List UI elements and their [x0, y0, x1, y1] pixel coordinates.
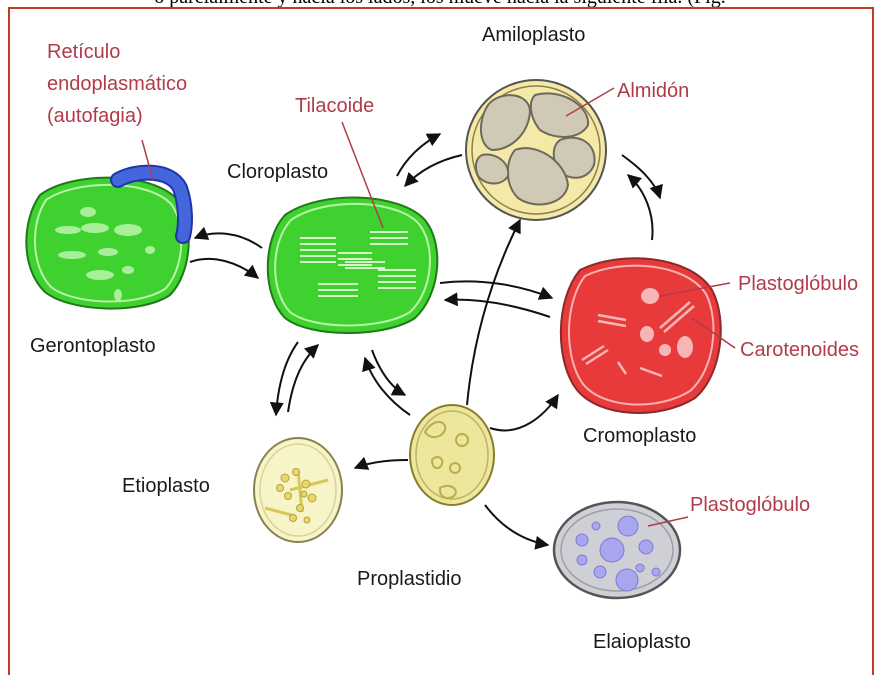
label-gerontoplasto: Gerontoplasto: [30, 335, 156, 357]
label-reticulo-line1: Retículo: [47, 41, 120, 63]
label-cloroplasto: Cloroplasto: [227, 161, 328, 183]
gerontoplast: [26, 173, 188, 309]
proplastid: [410, 405, 494, 505]
label-cromoplasto: Cromoplasto: [583, 425, 696, 447]
label-elaioplasto: Elaioplasto: [593, 631, 691, 653]
label-tilacoide: Tilacoide: [295, 95, 374, 117]
label-almidon: Almidón: [617, 80, 689, 102]
etioplast: [254, 438, 342, 542]
chloroplast: [268, 198, 438, 333]
label-carotenoides: Carotenoides: [740, 339, 859, 361]
label-plastoglobulo-cromoplasto: Plastoglóbulo: [738, 273, 858, 295]
label-reticulo-line2: endoplasmático: [47, 73, 187, 95]
amyloplast: [466, 80, 606, 220]
label-reticulo-line3: (autofagia): [47, 105, 143, 127]
label-etioplasto: Etioplasto: [122, 475, 210, 497]
label-amiloplasto: Amiloplasto: [482, 24, 585, 46]
label-plastoglobulo-elaioplasto: Plastoglóbulo: [690, 494, 810, 516]
chromoplast: [561, 258, 721, 413]
elaioplast: [554, 502, 680, 598]
label-proplastidio: Proplastidio: [357, 568, 462, 590]
